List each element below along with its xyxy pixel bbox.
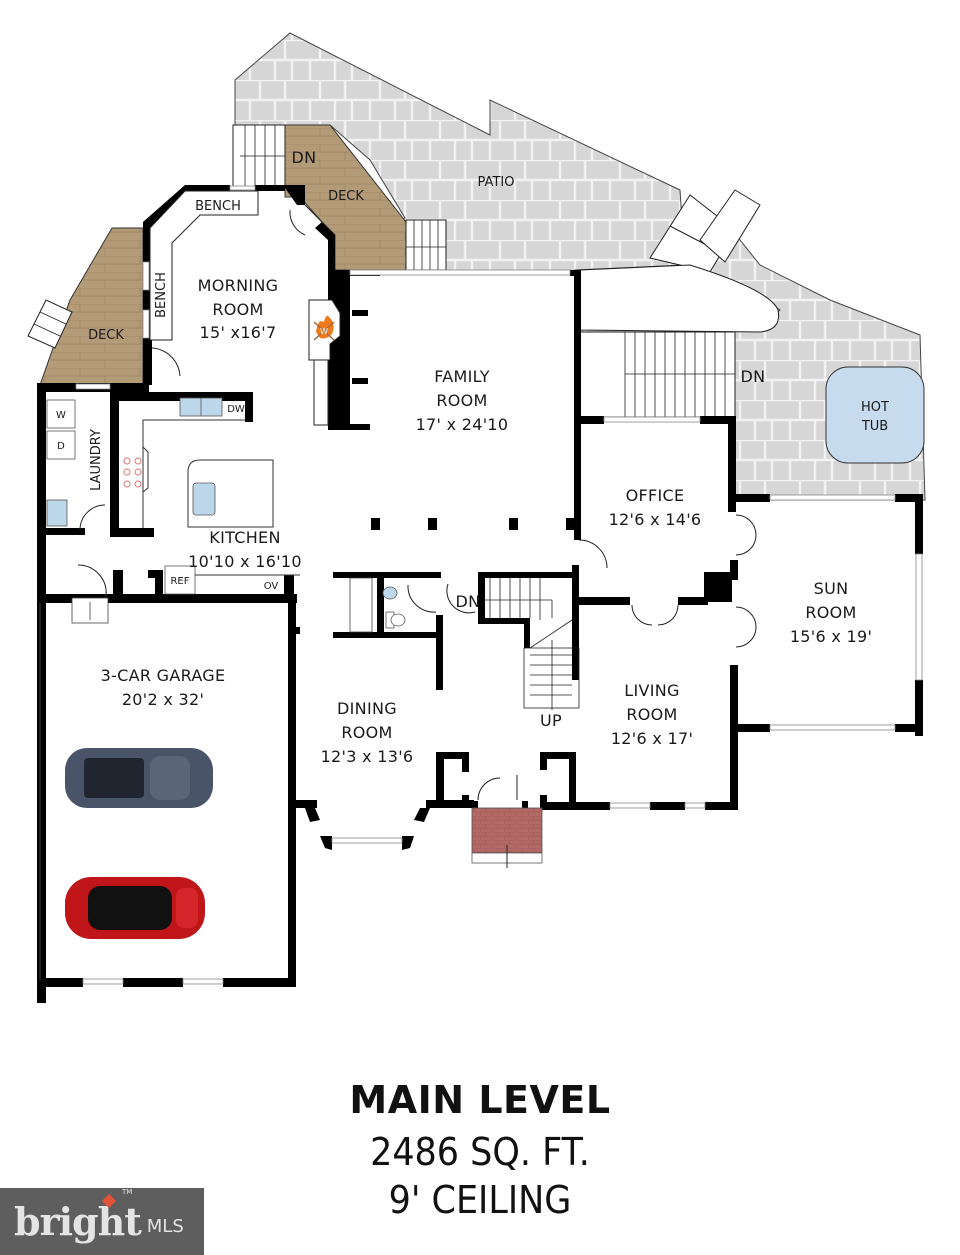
main-stair-dn-label: DN [456,592,481,611]
car-blue-icon [65,748,213,808]
office-dims: 12'6 x 14'6 [609,510,702,529]
fireplace: W [308,299,341,426]
dining-room-name-1: DINING [337,699,397,718]
morning-room-name-1: MORNING [198,276,279,295]
kitchen-name: KITCHEN [209,528,280,547]
bench-top-label: BENCH [195,199,241,214]
main-stair-up-label: UP [540,711,562,730]
family-room-dims: 17' x 24'10 [416,415,509,434]
logo-word: bright [14,1199,142,1244]
sun-room-name-1: SUN [814,579,849,598]
benches: BENCH BENCH [149,190,331,377]
oven-label: OV [264,581,279,592]
morning-room-dims: 15' x16'7 [200,323,277,342]
left-deck: DECK [27,227,144,386]
hot-tub-label-line2: TUB [861,419,888,434]
office-name: OFFICE [626,486,685,505]
sun-room-dims: 15'6 x 19' [790,627,872,646]
front-entry-stoop [471,807,543,868]
washer-label: W [56,410,66,421]
dryer-label: D [57,441,65,452]
deck-dn-label: DN [292,148,317,167]
morning-room-name-2: ROOM [212,300,263,319]
logo-suffix: MLS [146,1216,184,1237]
patio-steps [649,189,761,273]
level-title: MAIN LEVEL [349,1078,611,1122]
windows [39,185,923,985]
utility-sink-icon [46,499,68,527]
kitchen-dims: 10'10 x 16'10 [188,552,302,571]
logo-tm: TM [122,1188,133,1196]
kitchen-counters: DW REF OV [123,397,300,595]
powder-room [349,577,476,633]
powder-sink-icon [382,586,398,600]
square-footage: 2486 SQ. FT. [370,1130,590,1174]
laundry-label: LAUNDRY [89,429,104,491]
patio-label: PATIO [478,175,515,190]
family-room-name-2: ROOM [436,391,487,410]
main-staircase: DN UP [456,578,580,730]
dining-room-name-2: ROOM [341,723,392,742]
living-room-name-2: ROOM [626,705,677,724]
cooktop-burners-icon [123,457,142,488]
left-deck-label: DECK [88,328,124,343]
walls [37,185,923,1003]
toilet-icon [390,613,406,627]
deck-stairs-top [232,124,447,271]
garage-dims: 20'2 x 32' [122,690,204,709]
basement-stair-dn-label: DN [741,367,766,386]
hot-tub-label-line1: HOT [861,400,889,415]
refrigerator-label: REF [170,576,189,587]
living-room-dims: 12'6 x 17' [611,729,693,748]
laundry-appliances: W D LAUNDRY [46,399,109,624]
island-sink-icon [192,482,216,516]
hot-tub: HOT TUB [825,366,925,464]
car-red-icon [65,877,205,939]
ceiling-height: 9' CEILING [388,1178,572,1222]
upper-deck-label: DECK [328,189,364,204]
floor-plan: PATIO DN HOT TUB DN DECK [27,32,926,1003]
fireplace-wood-icon: W [320,327,328,336]
sun-room-name-2: ROOM [805,603,856,622]
rear-stair-landing: DN [579,264,780,418]
room-labels: MORNING ROOM 15' x16'7 FAMILY ROOM 17' x… [101,276,872,766]
bench-side-label: BENCH [154,272,169,318]
family-room-name-1: FAMILY [434,367,490,386]
garage-name: 3-CAR GARAGE [101,666,226,685]
doors [477,514,757,801]
dishwasher-label: DW [227,404,245,415]
bright-mls-logo: bright TM MLS [0,1188,204,1255]
dining-room-dims: 12'3 x 13'6 [321,747,414,766]
living-room-name-1: LIVING [624,681,679,700]
